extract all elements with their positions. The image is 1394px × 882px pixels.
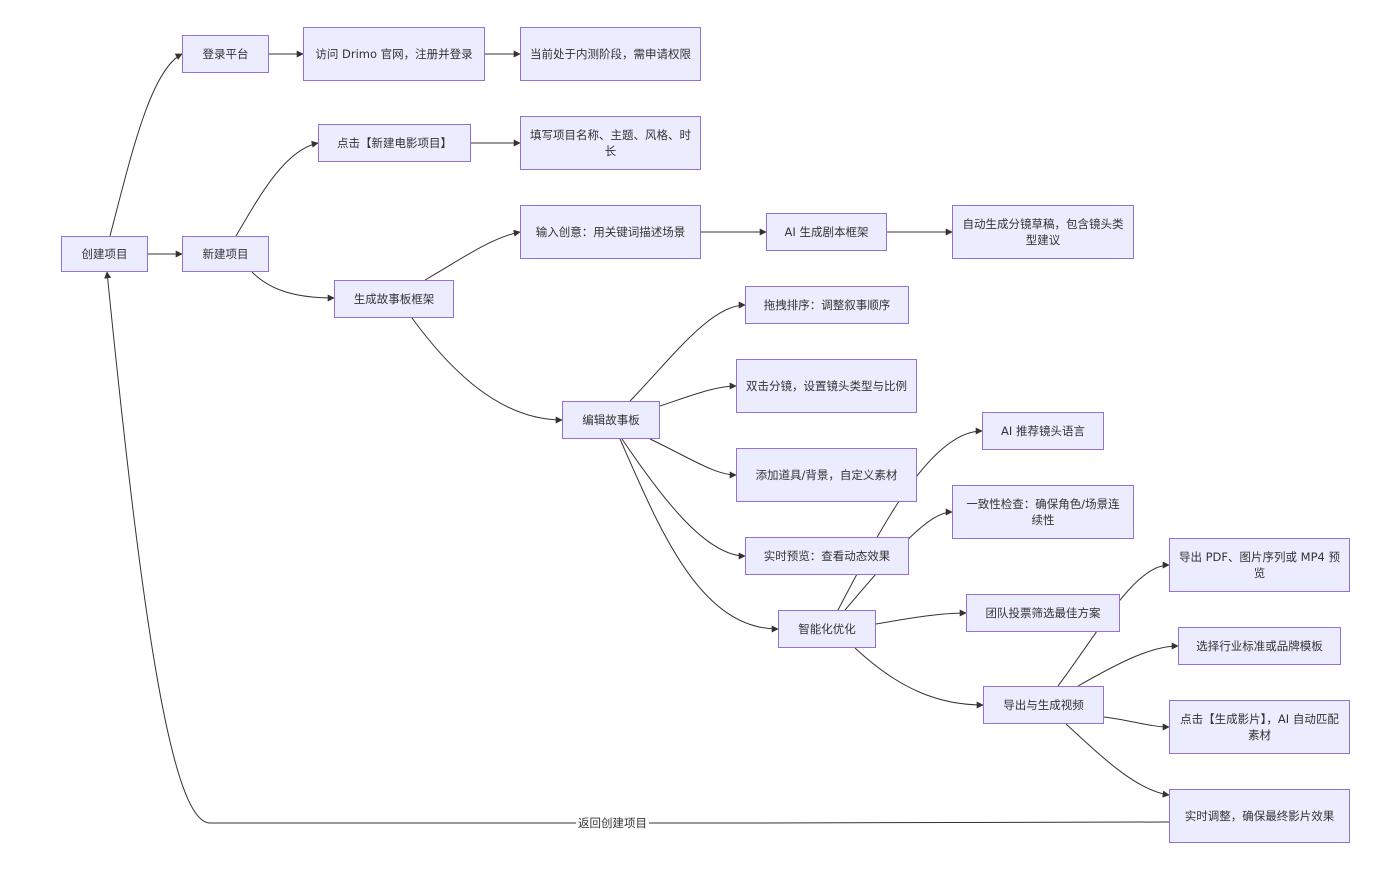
edge-n17-n19	[844, 508, 953, 611]
edge-n21-n24	[1103, 716, 1170, 731]
node-visit-drimo[interactable]: 访问 Drimo 官网，注册并登录	[303, 27, 485, 81]
node-drag-sort[interactable]: 拖拽排序：调整叙事顺序	[745, 286, 909, 324]
edge-n25-n1	[104, 271, 1170, 824]
node-input-idea[interactable]: 输入创意：用关键词描述场景	[520, 205, 701, 259]
node-generate-film[interactable]: 点击【生成影片】，AI 自动匹配素材	[1169, 700, 1350, 754]
node-create-project[interactable]: 创建项目	[61, 236, 148, 272]
node-add-props[interactable]: 添加道具/背景，自定义素材	[736, 448, 917, 502]
edge-n5-n6	[235, 140, 319, 237]
edge-n12-n17	[619, 438, 779, 633]
node-new-project[interactable]: 新建项目	[182, 236, 269, 272]
edge-n12-n15	[649, 438, 737, 479]
edge-n8-n9	[424, 229, 521, 281]
edge-n12-n16	[621, 438, 746, 560]
node-ai-script[interactable]: AI 生成剧本框架	[766, 213, 887, 251]
edge-n12-n14	[659, 382, 737, 407]
node-consistency-check[interactable]: 一致性检查：确保角色/场景连续性	[952, 485, 1134, 539]
edge-n8-n12	[411, 317, 563, 424]
node-generate-storyboard[interactable]: 生成故事板框架	[334, 280, 454, 318]
node-click-new-movie[interactable]: 点击【新建电影项目】	[318, 124, 471, 162]
node-edit-storyboard[interactable]: 编辑故事板	[562, 401, 660, 439]
node-ai-shot-language[interactable]: AI 推荐镜头语言	[982, 412, 1104, 450]
edge-n17-n20	[875, 609, 967, 625]
node-set-shot-type[interactable]: 双击分镜，设置镜头类型与比例	[736, 359, 917, 413]
edge-n1-n2	[109, 53, 183, 237]
edge-n21-n23	[1077, 642, 1179, 687]
edge-n17-n21	[854, 647, 984, 709]
edge-n21-n25	[1065, 723, 1170, 798]
node-smart-optimize[interactable]: 智能化优化	[778, 610, 876, 648]
node-choose-template[interactable]: 选择行业标准或品牌模板	[1178, 627, 1341, 665]
node-fill-project-info[interactable]: 填写项目名称、主题、风格、时长	[520, 116, 701, 170]
node-export-video[interactable]: 导出与生成视频	[983, 686, 1104, 724]
edge-n12-n13	[629, 301, 746, 402]
node-realtime-adjust[interactable]: 实时调整，确保最终影片效果	[1169, 789, 1350, 843]
node-team-vote[interactable]: 团队投票筛选最佳方案	[966, 594, 1120, 632]
node-export-formats[interactable]: 导出 PDF、图片序列或 MP4 预览	[1169, 538, 1350, 592]
edge-label-back: 返回创建项目	[576, 816, 649, 831]
node-beta-access[interactable]: 当前处于内测阶段，需申请权限	[520, 27, 701, 81]
node-login-platform[interactable]: 登录平台	[182, 35, 269, 73]
node-live-preview[interactable]: 实时预览：查看动态效果	[745, 537, 909, 575]
edge-n5-n8	[251, 271, 335, 302]
node-auto-shot-draft[interactable]: 自动生成分镜草稿，包含镜头类型建议	[952, 205, 1134, 259]
